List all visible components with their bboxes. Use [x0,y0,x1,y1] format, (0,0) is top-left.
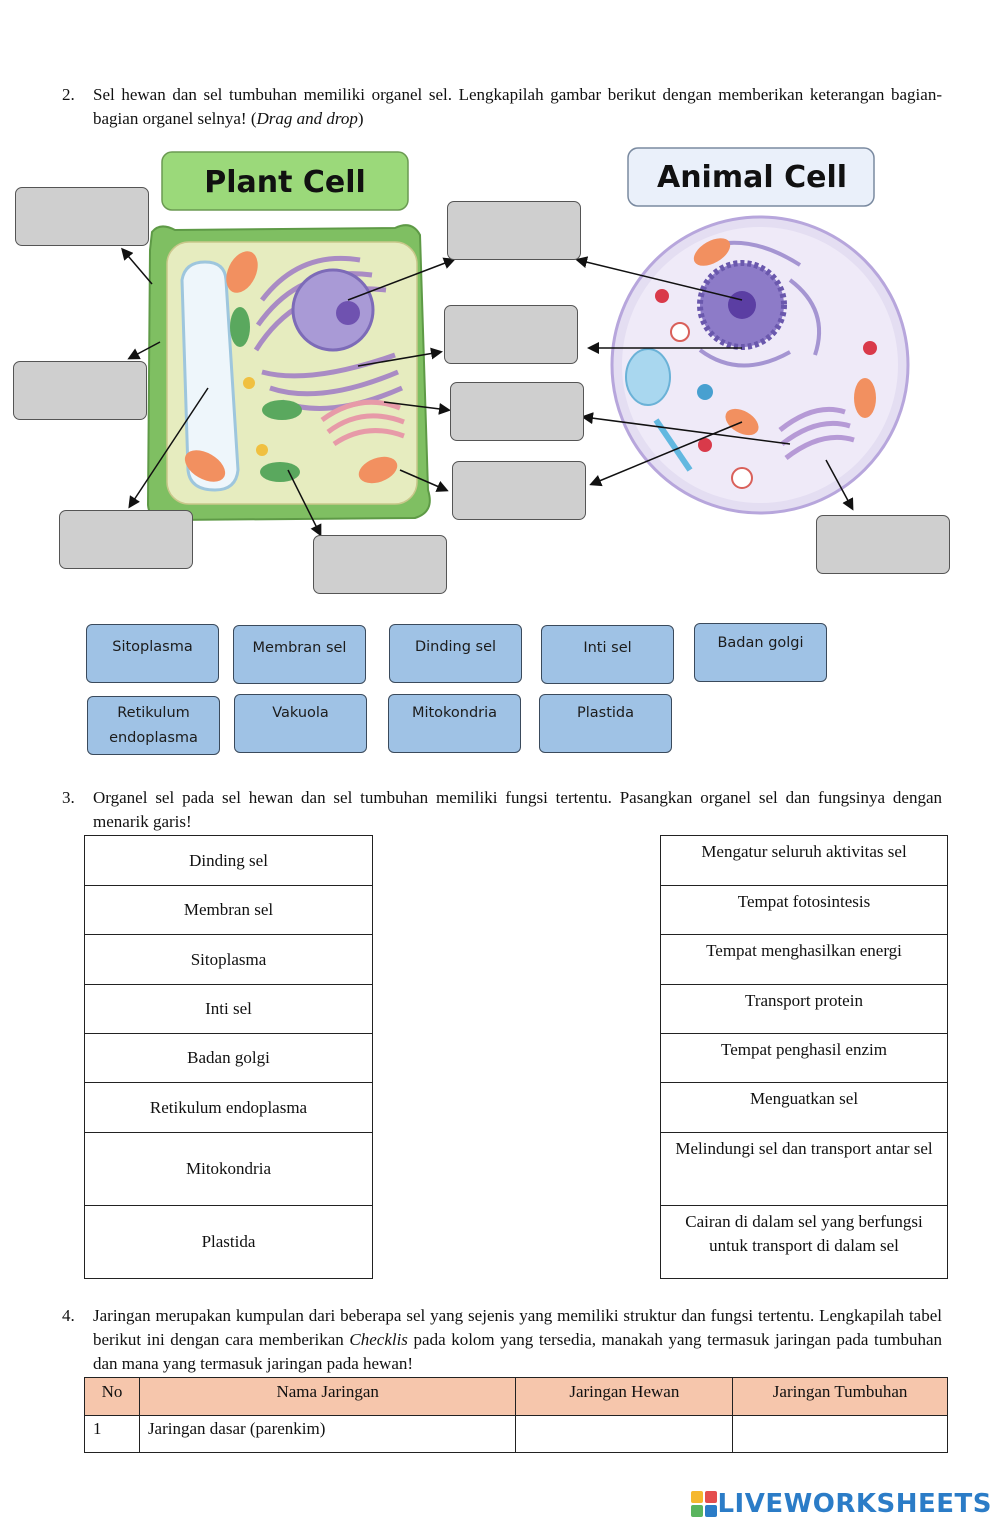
header-nama-jaringan: Nama Jaringan [138,1377,517,1416]
function-cell[interactable]: Cairan di dalam sel yang berfungsi untuk… [660,1205,948,1279]
animal-cell [610,215,910,515]
header-no: No [84,1377,140,1416]
drop-box-plant-4[interactable] [313,535,447,594]
drop-box-middle-2[interactable] [444,305,578,364]
function-cell[interactable]: Tempat menghasilkan energi [660,934,948,985]
organelle-cell[interactable]: Membran sel [84,885,373,935]
question-4-text: Jaringan merupakan kumpulan dari beberap… [93,1306,942,1373]
organelle-cell[interactable]: Plastida [84,1205,373,1279]
question-2-text: Sel hewan dan sel tumbuhan memiliki orga… [93,85,942,128]
table-row: 1 Jaringan dasar (parenkim) [84,1415,948,1453]
animal-cell-title: Animal Cell [657,160,847,195]
drop-box-plant-3[interactable] [59,510,193,569]
drop-box-middle-4[interactable] [452,461,586,520]
question-2-number: 2. [62,85,75,104]
liveworksheets-logo[interactable]: LIVEWORKSHEETS [691,1486,992,1522]
chip-badan-golgi[interactable]: Badan golgi [694,623,827,682]
question-2: 2. Sel hewan dan sel tumbuhan memiliki o… [62,83,942,131]
cell-illustration: Plant Cell Animal Cell [121,147,910,537]
chip-membran-sel[interactable]: Membran sel [233,625,366,684]
organelle-cell[interactable]: Badan golgi [84,1033,373,1083]
row-no: 1 [84,1415,140,1453]
function-cell[interactable]: Melindungi sel dan transport antar sel [660,1132,948,1206]
chip-vakuola[interactable]: Vakuola [234,694,367,753]
chip-plastida[interactable]: Plastida [539,694,672,753]
plant-cell [146,224,431,522]
drop-box-animal-1[interactable] [816,515,950,574]
function-cell[interactable]: Menguatkan sel [660,1082,948,1133]
chip-retikulum-endoplasma[interactable]: Retikulum endoplasma [87,696,220,755]
function-cell[interactable]: Tempat penghasil enzim [660,1033,948,1083]
brand-name: LIVEWORKSHEETS [717,1489,992,1519]
header-jaringan-tumbuhan: Jaringan Tumbuhan [732,1377,948,1416]
header-jaringan-hewan: Jaringan Hewan [515,1377,734,1416]
tissue-table: No Nama Jaringan Jaringan Hewan Jaringan… [84,1377,948,1453]
checkbox-hewan[interactable] [515,1415,734,1453]
question-3-number: 3. [62,788,75,807]
organelle-cell[interactable]: Inti sel [84,984,373,1034]
liveworksheets-logo-icon [691,1491,718,1517]
chip-sitoplasma[interactable]: Sitoplasma [86,624,219,683]
organelle-cell[interactable]: Retikulum endoplasma [84,1082,373,1133]
chip-mitokondria[interactable]: Mitokondria [388,694,521,753]
question-3: 3. Organel sel pada sel hewan dan sel tu… [62,786,942,834]
chip-inti-sel[interactable]: Inti sel [541,625,674,684]
organelle-cell[interactable]: Mitokondria [84,1132,373,1206]
plant-cell-title: Plant Cell [204,165,366,200]
drop-box-plant-1[interactable] [15,187,149,246]
drop-box-middle-3[interactable] [450,382,584,441]
function-cell[interactable]: Tempat fotosintesis [660,885,948,935]
question-4: 4. Jaringan merupakan kumpulan dari bebe… [62,1304,942,1376]
organelle-cell[interactable]: Sitoplasma [84,934,373,985]
drop-box-plant-2[interactable] [13,361,147,420]
question-3-text: Organel sel pada sel hewan dan sel tumbu… [93,788,942,831]
function-cell[interactable]: Mengatur seluruh aktivitas sel [660,835,948,886]
row-nama: Jaringan dasar (parenkim) [138,1415,517,1453]
chip-dinding-sel[interactable]: Dinding sel [389,624,522,683]
function-table: Mengatur seluruh aktivitas sel Tempat fo… [660,835,948,1279]
organelle-cell[interactable]: Dinding sel [84,835,373,886]
drop-box-middle-1[interactable] [447,201,581,260]
cell-diagram: Plant Cell Animal Cell [0,140,1000,610]
plant-title-box [161,151,409,211]
checkbox-tumbuhan[interactable] [732,1415,948,1453]
function-cell[interactable]: Transport protein [660,984,948,1034]
question-4-number: 4. [62,1306,75,1325]
animal-title-box [627,147,875,207]
organelle-table: Dinding sel Membran sel Sitoplasma Inti … [84,835,373,1279]
